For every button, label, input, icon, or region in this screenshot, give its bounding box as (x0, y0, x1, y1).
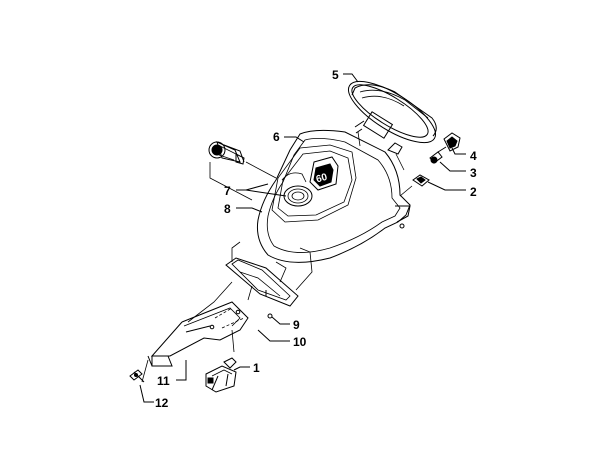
instrument-housing: 60 (257, 129, 411, 263)
key-switch (429, 151, 443, 164)
toggle-switch (205, 357, 237, 393)
speedometer-badge: 60 (309, 156, 339, 191)
callout-11: 11 (157, 374, 170, 388)
callout-1: 1 (253, 361, 260, 375)
leader-lines (139, 73, 466, 403)
callout-3: 3 (470, 166, 477, 180)
ignition-key (437, 132, 461, 153)
mounting-plate (147, 301, 249, 367)
callout-7: 7 (224, 184, 231, 198)
callout-labels: 5 6 4 3 2 7 8 9 10 1 11 12 (155, 68, 477, 410)
callout-8: 8 (224, 202, 231, 216)
callout-10: 10 (293, 335, 307, 349)
callout-6: 6 (273, 130, 280, 144)
housing-bracket (225, 257, 299, 319)
retaining-nut (412, 174, 430, 187)
callout-5: 5 (332, 68, 339, 82)
callout-9: 9 (293, 318, 300, 332)
gauge-face-text: 60 (315, 172, 329, 186)
accessory-plug (208, 141, 245, 165)
callout-4: 4 (470, 149, 477, 163)
callout-2: 2 (470, 185, 477, 199)
indicator-socket (281, 172, 313, 207)
callout-12: 12 (155, 396, 169, 410)
gauge-assembly (348, 80, 437, 155)
mounting-screw (129, 369, 145, 383)
